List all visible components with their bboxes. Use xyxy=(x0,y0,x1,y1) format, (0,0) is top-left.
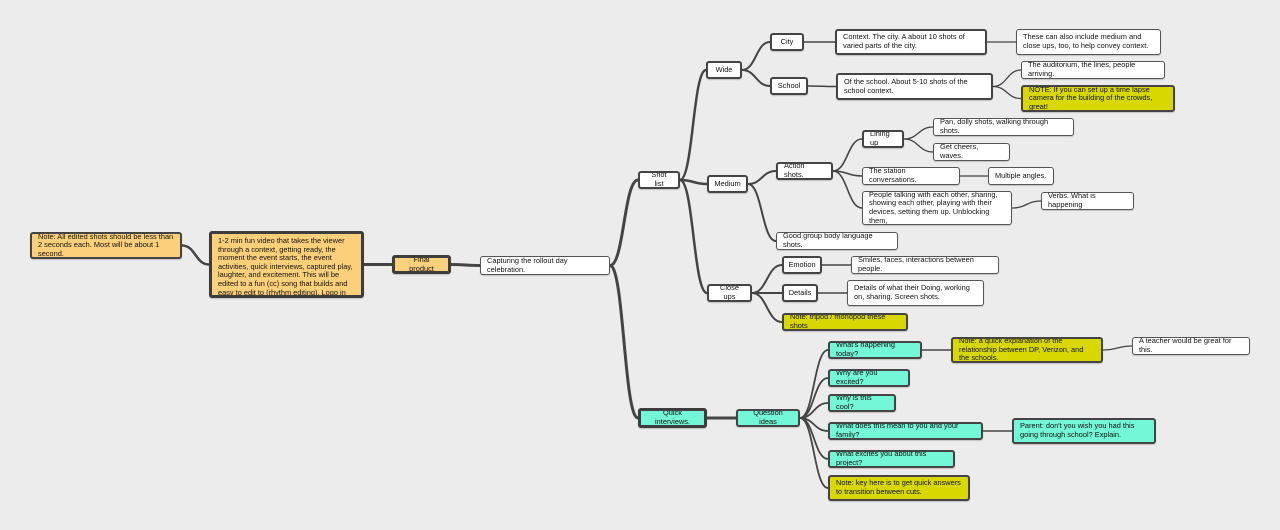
medium-node[interactable]: Medium xyxy=(707,175,748,193)
question-1-note-node[interactable]: Note: a quick explanation of the relatio… xyxy=(951,337,1103,363)
smiles-node[interactable]: Smiles, faces, interactions between peop… xyxy=(851,256,999,274)
shot-list-node[interactable]: Shot list xyxy=(638,171,680,189)
connector-medium-node-to-group-body-language-node xyxy=(747,183,777,242)
get-cheers-node[interactable]: Get cheers, waves. xyxy=(933,143,1010,161)
group-body-language-node[interactable]: Good group body language shots. xyxy=(776,232,898,250)
connector-shot-list-node-to-medium-node xyxy=(678,178,709,186)
question-2-node[interactable]: Why are you excited? xyxy=(828,369,910,387)
final-product-node[interactable]: Final product xyxy=(392,255,451,274)
city-note-node[interactable]: These can also include medium and close … xyxy=(1016,29,1161,55)
connector-wide-node-to-city-node xyxy=(741,41,771,71)
pan-dolly-node[interactable]: Pan, dolly shots, walking through shots. xyxy=(933,118,1074,136)
question-4-parent-node[interactable]: Parent: don't you wish you had this goin… xyxy=(1012,418,1156,444)
connector-question-ideas-node-to-question-1-node xyxy=(799,349,829,419)
action-shots-node[interactable]: Action shots. xyxy=(776,162,833,180)
connector-lining-up-node-to-pan-dolly-node xyxy=(903,126,934,140)
question-note-node[interactable]: Note: key here is to get quick answers t… xyxy=(828,475,970,501)
multiple-angles-node[interactable]: Multiple angles. xyxy=(988,167,1054,185)
connector-root-node-to-shot-list-node xyxy=(608,178,640,267)
connector-close-ups-node-to-emotion-node xyxy=(751,264,783,294)
connector-school-context-node-to-school-note-node xyxy=(992,85,1022,100)
question-4-node[interactable]: What does this mean to you and your fami… xyxy=(828,422,983,440)
details-node[interactable]: Details xyxy=(782,284,818,302)
connector-shot-list-node-to-wide-node xyxy=(678,68,708,182)
connector-question-ideas-node-to-question-note-node xyxy=(799,417,829,489)
quick-interviews-node[interactable]: Quick interviews. xyxy=(638,408,707,428)
tripod-note-node[interactable]: Note: tripod / monopod these shots xyxy=(782,313,908,331)
city-node[interactable]: City xyxy=(770,33,804,51)
school-note-node[interactable]: NOTE: If you can set up a time lapse cam… xyxy=(1021,85,1175,112)
wide-node[interactable]: Wide xyxy=(706,61,742,79)
connector-medium-node-to-action-shots-node xyxy=(747,170,777,185)
connector-root-node-to-quick-interviews-node xyxy=(608,264,640,420)
station-conversations-node[interactable]: The station conversations. xyxy=(862,167,960,185)
connector-school-context-node-to-school-auditorium-node xyxy=(992,69,1022,88)
connector-school-node-to-school-context-node xyxy=(807,85,837,88)
connector-people-talking-node-to-verbs-node xyxy=(1011,200,1042,209)
connector-note-left-to-description-node xyxy=(180,244,211,266)
school-auditorium-node[interactable]: The auditorium, the lines, people arrivi… xyxy=(1021,61,1165,79)
connector-action-shots-node-to-lining-up-node xyxy=(832,138,863,172)
school-context-node[interactable]: Of the school. About 5-10 shots of the s… xyxy=(836,73,993,100)
close-ups-node[interactable]: Close ups xyxy=(707,284,752,302)
question-1-node[interactable]: What's happening today? xyxy=(828,341,922,359)
details-text-node[interactable]: Details of what their Doing, working on,… xyxy=(847,280,984,306)
city-context-node[interactable]: Context. The city. A about 10 shots of v… xyxy=(835,29,987,55)
question-ideas-node[interactable]: Question ideas xyxy=(736,409,800,427)
connector-close-ups-node-to-tripod-note-node xyxy=(751,292,783,323)
lining-up-node[interactable]: Lining up xyxy=(862,130,904,148)
question-3-node[interactable]: Why is this cool? xyxy=(828,394,896,412)
question-1-teacher-node[interactable]: A teacher would be great for this. xyxy=(1132,337,1250,355)
connector-wide-node-to-school-node xyxy=(741,69,771,87)
connector-action-shots-node-to-people-talking-node xyxy=(832,170,863,209)
school-node[interactable]: School xyxy=(770,77,808,95)
root-node[interactable]: Capturing the rollout day celebration. xyxy=(480,256,610,275)
connector-final-product-node-to-root-node xyxy=(449,263,482,267)
description-node[interactable]: 1-2 min fun video that takes the viewer … xyxy=(209,231,364,298)
emotion-node[interactable]: Emotion xyxy=(782,256,822,274)
question-5-node[interactable]: What excites you about this project? xyxy=(828,450,955,468)
connector-question-1-note-node-to-question-1-teacher-node xyxy=(1102,345,1133,351)
people-talking-node[interactable]: People talking with each other, sharing,… xyxy=(862,191,1012,225)
verbs-node[interactable]: Verbs. What is happening xyxy=(1041,192,1134,210)
connector-shot-list-node-to-close-ups-node xyxy=(678,178,709,295)
note-left[interactable]: Note: All edited shots should be less th… xyxy=(30,232,182,259)
connector-lining-up-node-to-get-cheers-node xyxy=(903,138,934,153)
